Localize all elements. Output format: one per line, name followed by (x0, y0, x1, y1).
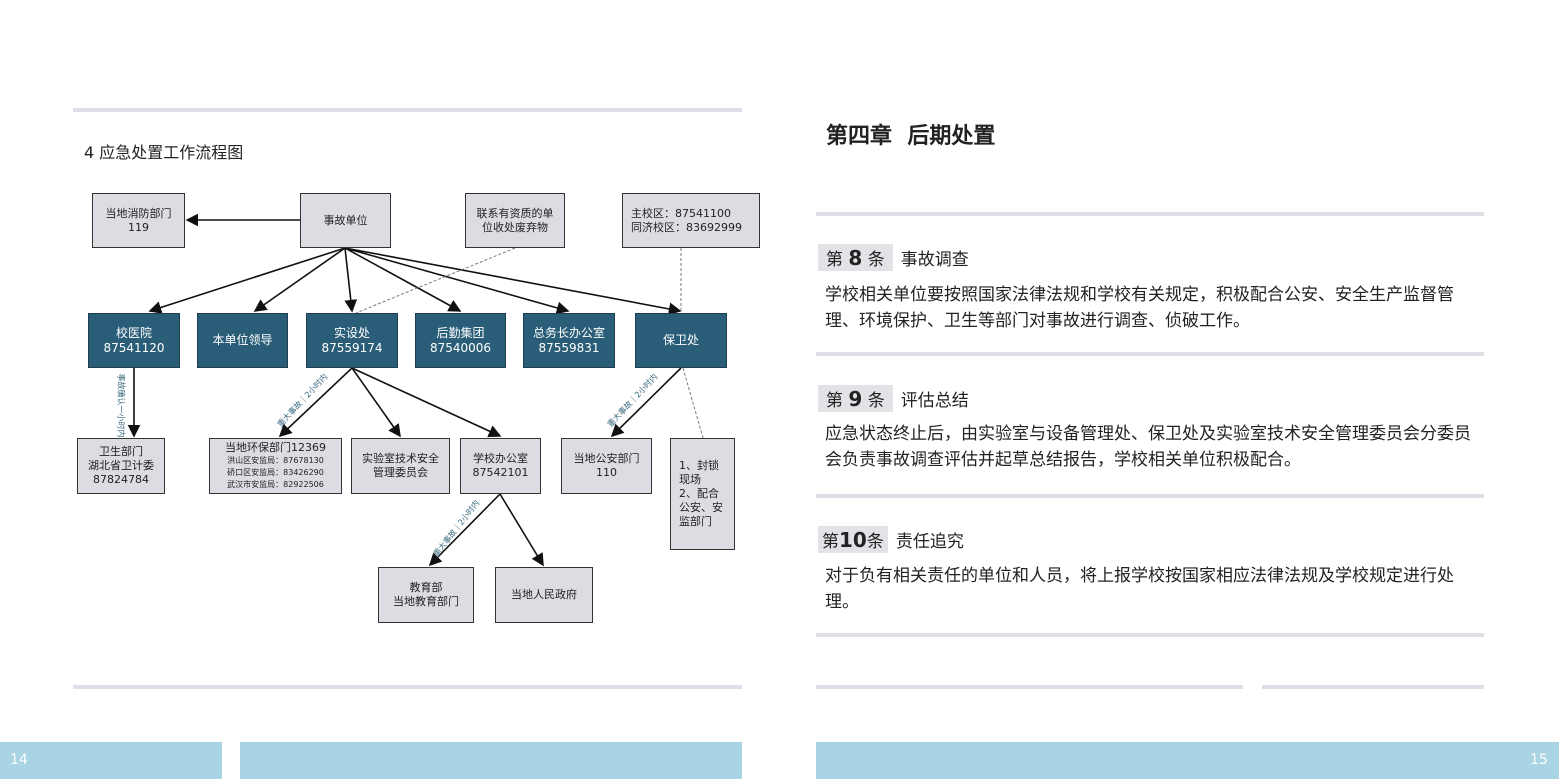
box-text: 硚口区安监局：83426290 (227, 468, 324, 477)
box-text: 当地人民政府 (511, 588, 577, 601)
env-dept-box: 当地环保部门12369 洪山区安监局：87678130 硚口区安监局：8342629… (209, 438, 342, 494)
article-heading: 第10条责任追究 (818, 526, 964, 553)
edge-label: 事故确认一小时内 (116, 373, 126, 438)
box-text: 当地消防部门 (105, 206, 172, 220)
box-text: 保卫处 (662, 333, 699, 347)
box-text: 87559831 (538, 340, 600, 355)
box-text: 后勤集团 (436, 325, 485, 340)
article-number: 第 9 条 (818, 385, 893, 412)
box-text: 湖北省卫计委 (88, 459, 154, 472)
page-number-right: 15 (1530, 752, 1548, 768)
footer-bar (0, 742, 222, 779)
chapter-title: 第四章 后期处置 (826, 124, 996, 149)
baowei-box: 保卫处 (635, 313, 727, 368)
box-text: 2、配合 (679, 487, 719, 500)
article-title: 事故调查 (900, 250, 969, 270)
box-text: 卫生部门 (99, 445, 143, 458)
article-body: 学校相关单位要按照国家法律法规和学校有关规定，积极配合公安、安全生产监督管理、环… (825, 285, 1454, 331)
box-text: 当地环保部门12369 (225, 441, 326, 454)
page-number-left: 14 (10, 752, 28, 768)
leader-box: 本单位领导 (197, 313, 288, 368)
box-text: 主校区：87541100 (631, 206, 731, 220)
box-text: 1、封锁 (679, 459, 719, 472)
box-text: 现场 (679, 473, 701, 486)
box-text: 联系有资质的单 (476, 206, 554, 220)
article-body: 对于负有相关责任的单位和人员，将上报学校按国家相应法律法规及学校规定进行处理。 (825, 566, 1454, 612)
box-text: 119 (128, 220, 149, 234)
box-text: 实设处 (333, 325, 370, 340)
box-text: 武汉市安监局：82922506 (227, 480, 324, 489)
section-title: 4 应急处置工作流程图 (84, 143, 244, 162)
divider (73, 108, 742, 112)
box-text: 当地教育部门 (393, 595, 459, 608)
box-text: 公安、安 (679, 501, 723, 514)
box-text: 位收处废弃物 (482, 220, 548, 234)
box-text: 87540006 (429, 340, 492, 355)
article-heading: 第 9 条评估总结 (818, 385, 969, 412)
article-number: 第10条 (818, 526, 888, 553)
article-title: 评估总结 (900, 391, 969, 411)
edu-dept-box: 教育部当地教育部门 (378, 567, 474, 623)
accident-unit-box: 事故单位 (300, 193, 391, 248)
box-text: 87542101 (472, 466, 529, 479)
article-body: 应急状态终止后，由实验室与设备管理处、保卫处及实验室技术安全管理委员会分委员会负… (825, 424, 1471, 470)
box-text: 学校办公室 (473, 452, 528, 465)
box-text: 110 (596, 466, 617, 479)
footer-bar (816, 742, 1559, 779)
gov-box: 当地人民政府 (495, 567, 593, 623)
box-text: 当地公安部门 (573, 452, 640, 465)
box-text: 监部门 (679, 515, 712, 528)
article-title: 责任追究 (895, 532, 964, 552)
article-number: 第 8 条 (818, 244, 893, 271)
divider (816, 685, 1243, 689)
box-text: 管理委员会 (373, 466, 428, 479)
divider (816, 352, 1484, 356)
article-heading: 第 8 条事故调查 (818, 244, 969, 271)
box-text: 教育部 (409, 581, 443, 594)
divider (816, 212, 1484, 216)
box-text: 87559174 (321, 340, 383, 355)
box-text: 同济校区：83692999 (631, 220, 742, 234)
box-text: 校医院 (115, 325, 152, 340)
box-text: 实验室技术安全 (362, 452, 439, 465)
divider (816, 633, 1484, 637)
box-text: 总务长办公室 (532, 325, 605, 340)
box-text: 洪山区安监局：87678130 (227, 456, 324, 465)
waste-box: 联系有资质的单位收处废弃物 (465, 193, 565, 248)
divider (816, 494, 1484, 498)
box-text: 87541120 (103, 340, 165, 355)
divider (1262, 685, 1484, 689)
lab-safety-box: 实验室技术安全管理委员会 (351, 438, 450, 494)
box-text: 本单位领导 (212, 333, 273, 347)
box-text: 事故单位 (323, 213, 368, 227)
box-text: 87824784 (93, 473, 149, 486)
divider (73, 685, 742, 689)
footer-bar (240, 742, 742, 779)
